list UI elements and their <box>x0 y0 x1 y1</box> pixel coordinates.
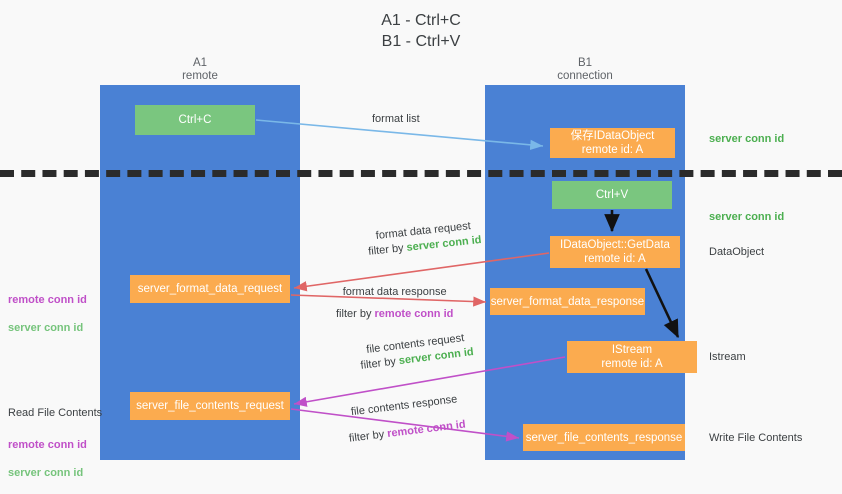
annotation-write-file-contents: Write File Contents <box>709 432 803 444</box>
column-header-a1: A1 remote <box>182 57 218 82</box>
filter-value-remote-conn-id: remote conn id <box>374 308 454 320</box>
edge-label-format-data-response: format data response filter by remote co… <box>336 285 453 322</box>
annotation-conn-ids-upper: remote conn id server conn id <box>8 279 87 349</box>
edge-label-file-contents-request: file contents request filter by server c… <box>358 330 475 374</box>
annotation-remote-conn-id: remote conn id <box>8 439 87 451</box>
filter-prefix: filter by <box>336 308 375 320</box>
node-server-file-contents-response[interactable]: server_file_contents_response <box>523 424 685 451</box>
annotation-read-file-contents-group: Read File Contents remote conn id server… <box>8 392 102 494</box>
node-istream[interactable]: IStream remote id: A <box>567 341 697 373</box>
annotation-dataobject: DataObject <box>709 246 765 258</box>
annotation-server-conn-id-mid: server conn id <box>709 211 785 223</box>
annotation-server-conn-id: server conn id <box>8 322 84 334</box>
filter-prefix: filter by <box>348 428 388 445</box>
annotation-server-conn-id: server conn id <box>8 467 84 479</box>
node-ctrl-c[interactable]: Ctrl+C <box>135 105 255 135</box>
annotation-istream: Istream <box>709 351 746 363</box>
node-idataobject-getdata[interactable]: IDataObject::GetData remote id: A <box>550 236 680 268</box>
edge-label-filter: filter by remote conn id <box>336 307 453 322</box>
edge-label-line1: file contents response <box>350 393 458 419</box>
edge-label-format-data-request: format data request filter by server con… <box>366 218 482 260</box>
edge-label-format-list: format list <box>372 113 420 125</box>
filter-value-remote-conn-id: remote conn id <box>386 418 467 441</box>
annotation-remote-conn-id: remote conn id <box>8 294 87 306</box>
edge-label-file-contents-response: file contents response filter by remote … <box>345 392 466 447</box>
node-ctrl-v[interactable]: Ctrl+V <box>552 181 672 209</box>
node-server-format-data-response[interactable]: server_format_data_response <box>490 288 645 315</box>
column-header-b1: B1 connection <box>557 57 613 82</box>
filter-prefix: filter by <box>367 241 408 258</box>
page-title: A1 - Ctrl+C B1 - Ctrl+V <box>381 12 461 50</box>
divider-dashed-line <box>0 170 842 177</box>
node-server-file-contents-request[interactable]: server_file_contents_request <box>130 392 290 420</box>
edge-label-filter: filter by remote conn id <box>348 418 466 447</box>
annotation-read-file-contents: Read File Contents <box>8 407 103 419</box>
filter-prefix: filter by <box>359 355 400 372</box>
annotation-server-conn-id-top: server conn id <box>709 133 785 145</box>
edge-label-line1: format data response <box>342 286 447 298</box>
node-server-format-data-request[interactable]: server_format_data_request <box>130 275 290 303</box>
node-save-idataobject[interactable]: 保存IDataObject remote id: A <box>550 128 675 158</box>
